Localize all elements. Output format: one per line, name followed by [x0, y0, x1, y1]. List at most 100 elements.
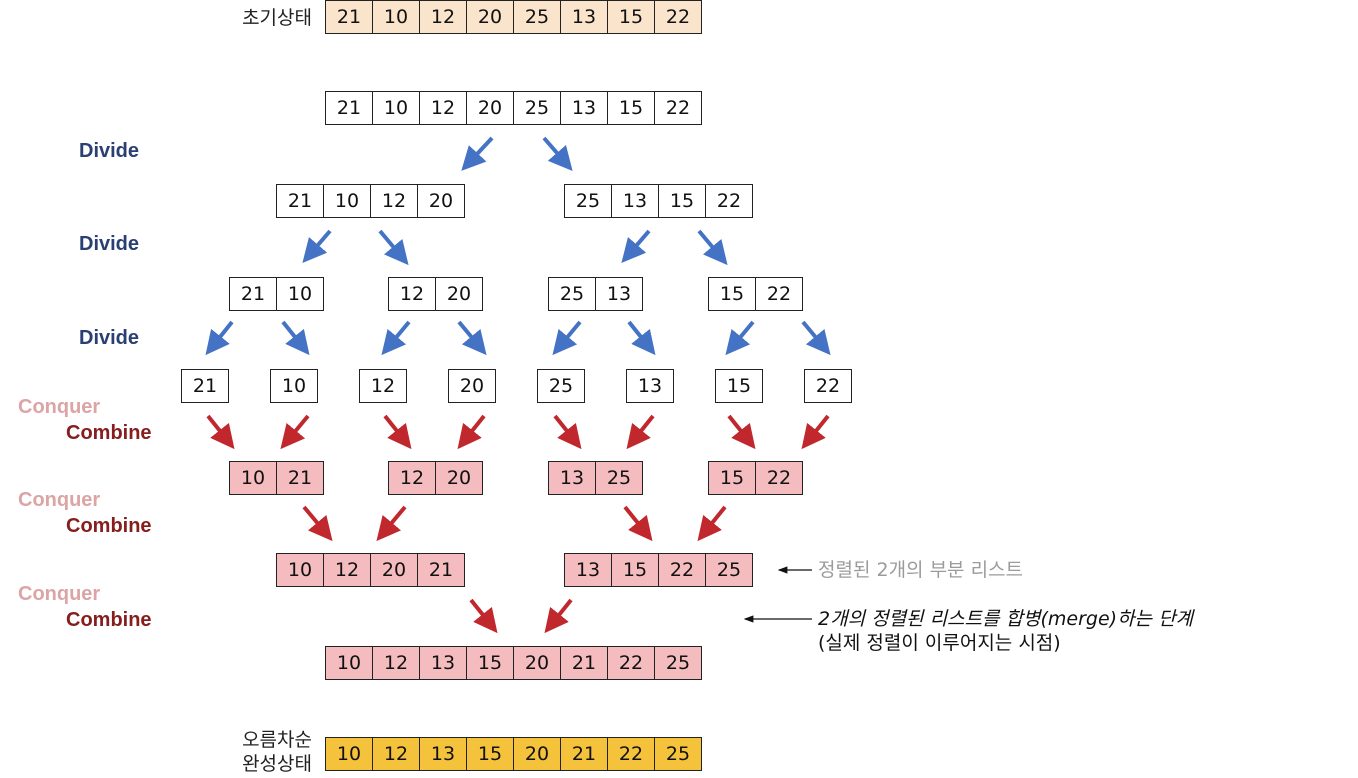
- array-cell: 15: [466, 737, 514, 771]
- divide-label-2: Divide: [79, 233, 140, 255]
- array-cell: 20: [513, 737, 561, 771]
- array-cell: 25: [537, 369, 585, 403]
- array-cell: 22: [607, 737, 655, 771]
- array-cell: 15: [466, 646, 514, 680]
- conquer-label-2: Conquer: [18, 489, 101, 511]
- array-cell: 10: [325, 646, 373, 680]
- array-cell: 13: [626, 369, 674, 403]
- array-cell: 15: [658, 184, 706, 218]
- array-cell: 10: [276, 553, 324, 587]
- single-array-3: 12: [359, 369, 407, 403]
- single-array-6: 13: [626, 369, 674, 403]
- array-cell: 20: [448, 369, 496, 403]
- array-cell: 25: [513, 91, 561, 125]
- array-cell: 22: [658, 553, 706, 587]
- array-cell: 15: [715, 369, 763, 403]
- combine-label-3: Combine: [66, 609, 152, 631]
- array-cell: 12: [372, 646, 420, 680]
- array-cell: 10: [229, 461, 277, 495]
- single-array-4: 20: [448, 369, 496, 403]
- array-cell: 13: [564, 553, 612, 587]
- divide-label-1: Divide: [79, 140, 140, 162]
- array-cell: 15: [607, 0, 655, 34]
- divide-arrows-3: [205, 320, 831, 356]
- array-cell: 13: [419, 737, 467, 771]
- array-cell: 12: [323, 553, 371, 587]
- array-cell: 10: [270, 369, 318, 403]
- divide-label-3: Divide: [79, 327, 140, 349]
- combine-arrows-3: [469, 598, 573, 634]
- array-cell: 21: [560, 737, 608, 771]
- array-cell: 13: [419, 646, 467, 680]
- array-cell: 10: [276, 277, 324, 311]
- array-cell: 22: [654, 91, 702, 125]
- array-cell: 25: [548, 277, 596, 311]
- array-cell: 21: [560, 646, 608, 680]
- array-cell: 25: [654, 737, 702, 771]
- array-cell: 21: [276, 461, 324, 495]
- array-cell: 10: [325, 737, 373, 771]
- array-cell: 15: [607, 91, 655, 125]
- array-cell: 21: [325, 0, 373, 34]
- array-cell: 10: [372, 0, 420, 34]
- single-array-1: 21: [181, 369, 229, 403]
- conquer-label-3: Conquer: [18, 583, 101, 605]
- merge-step-text: 2개의 정렬된 리스트를 합병(merge)하는 단계: [818, 608, 1194, 630]
- array-cell: 22: [755, 277, 803, 311]
- array-cell: 15: [611, 553, 659, 587]
- initial-state-label: 초기상태: [242, 7, 312, 29]
- array-cell: 20: [466, 0, 514, 34]
- array-cell: 13: [560, 0, 608, 34]
- array-cell: 13: [560, 91, 608, 125]
- array-cell: 20: [513, 646, 561, 680]
- array-cell: 12: [419, 0, 467, 34]
- array-cell: 13: [611, 184, 659, 218]
- ascending-label: 오름차순: [242, 729, 312, 751]
- complete-state-label: 완성상태: [242, 753, 312, 775]
- array-cell: 12: [388, 277, 436, 311]
- array-cell: 22: [705, 184, 753, 218]
- array-cell: 10: [372, 91, 420, 125]
- array-cell: 25: [513, 0, 561, 34]
- array-cell: 22: [607, 646, 655, 680]
- array-cell: 20: [435, 277, 483, 311]
- sorted-sublists-note: 정렬된 2개의 부분 리스트: [818, 559, 1024, 581]
- array-cell: 21: [229, 277, 277, 311]
- merge-step-subtext: (실제 정렬이 이루어지는 시점): [818, 632, 1061, 654]
- conquer-label-1: Conquer: [18, 396, 101, 418]
- array-cell: 13: [548, 461, 596, 495]
- array-cell: 20: [466, 91, 514, 125]
- combine-arrows-1: [206, 414, 830, 450]
- array-cell: 25: [654, 646, 702, 680]
- array-cell: 20: [435, 461, 483, 495]
- array-cell: 12: [359, 369, 407, 403]
- merge-step-note: 2개의 정렬된 리스트를 합병(merge)하는 단계 (실제 정렬이 이루어지…: [818, 607, 1193, 655]
- array-cell: 12: [388, 461, 436, 495]
- array-cell: 20: [370, 553, 418, 587]
- single-array-8: 22: [804, 369, 852, 403]
- array-cell: 12: [372, 737, 420, 771]
- array-cell: 13: [595, 277, 643, 311]
- array-cell: 20: [417, 184, 465, 218]
- array-cell: 22: [804, 369, 852, 403]
- array-cell: 25: [564, 184, 612, 218]
- array-cell: 21: [181, 369, 229, 403]
- array-cell: 15: [708, 461, 756, 495]
- array-cell: 21: [276, 184, 324, 218]
- divide-arrows-1: [461, 136, 573, 172]
- array-cell: 25: [705, 553, 753, 587]
